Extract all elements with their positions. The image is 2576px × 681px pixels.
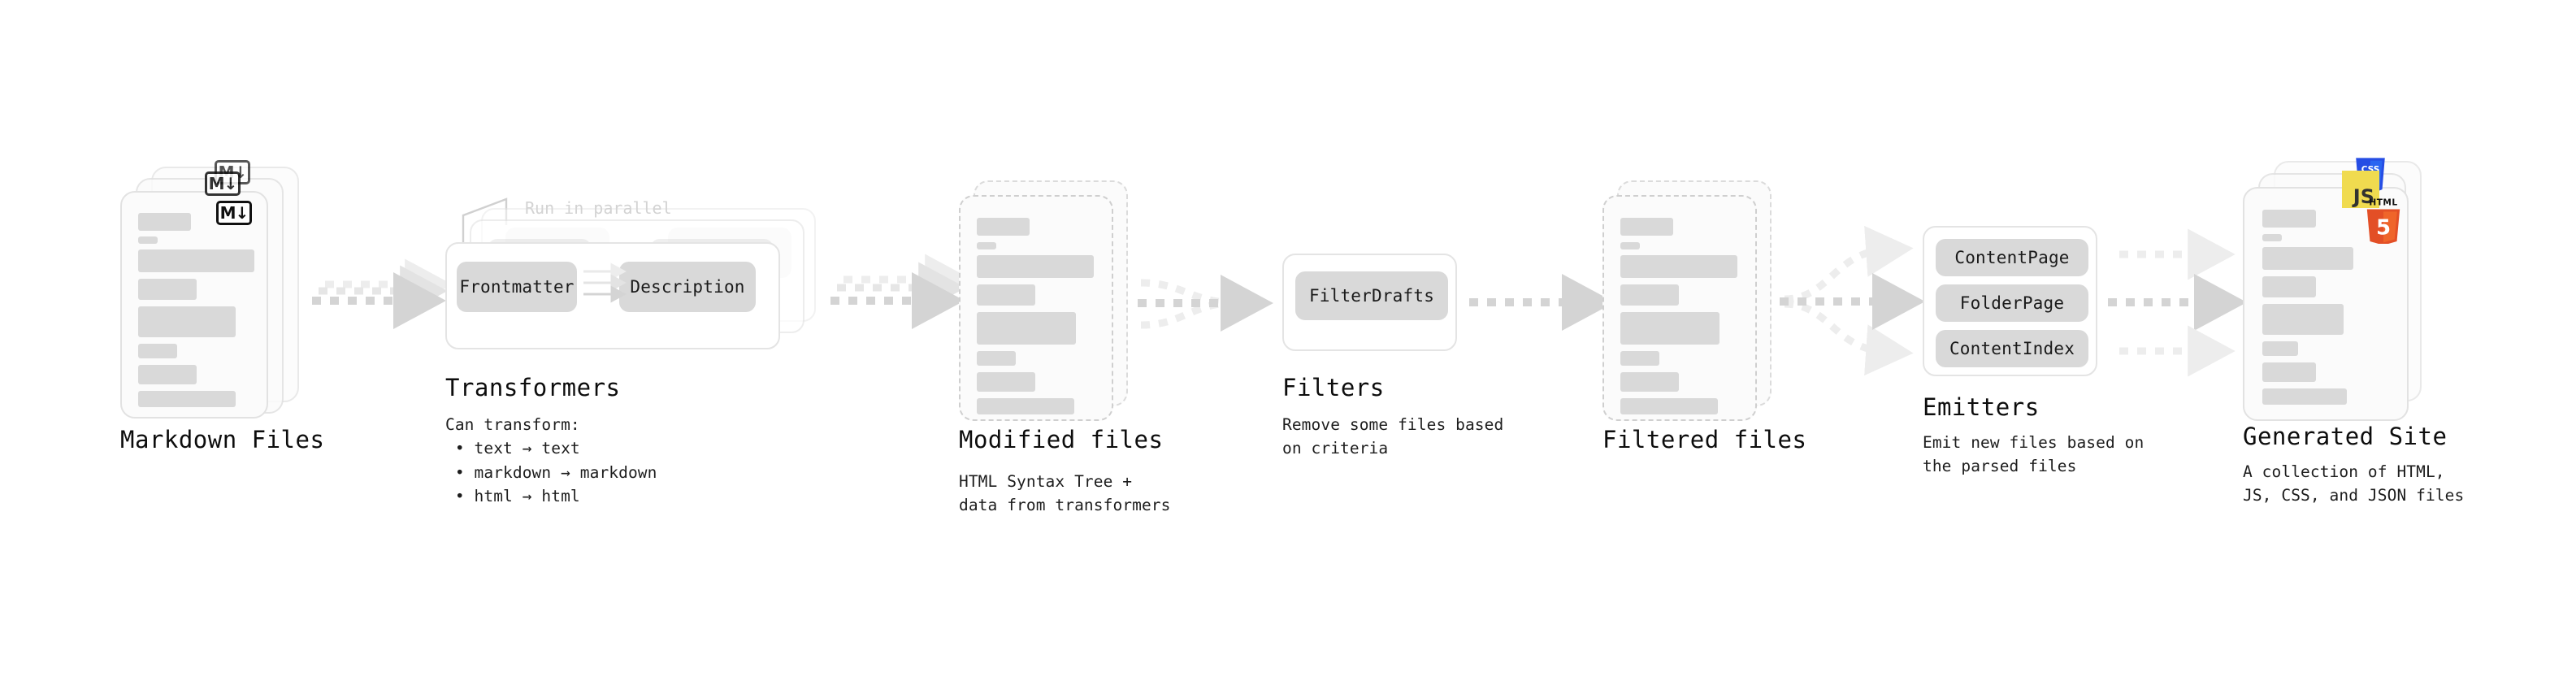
label-generated-site: Generated Site — [2243, 423, 2448, 450]
markdown-badge-text: M↓ — [208, 174, 238, 193]
transformer-chip-label: Frontmatter — [459, 277, 575, 297]
desc-transformers: Can transform: • text → text • markdown … — [445, 415, 657, 505]
transformers-box-front: Frontmatter Description — [445, 242, 780, 349]
filters-box: FilterDrafts — [1282, 254, 1457, 351]
desc-generated-site: A collection of HTML, JS, CSS, and JSON … — [2243, 462, 2465, 505]
svg-text:5: 5 — [2376, 215, 2391, 240]
desc-filters: Remove some files based on criteria — [1282, 415, 1504, 458]
filter-chip-filterdrafts[interactable]: FilterDrafts — [1295, 271, 1448, 320]
doc-card-front — [120, 191, 268, 419]
label-modified-files: Modified files — [959, 426, 1164, 453]
label-filters: Filters — [1282, 374, 1385, 401]
connector-md-to-transformers — [312, 258, 453, 329]
connector-filtered-to-emitters — [1780, 225, 1925, 376]
label-run-in-parallel: Run in parallel — [525, 198, 672, 218]
markdown-file-stack: M↓ M↓ M↓ — [120, 160, 299, 419]
transformer-chip-description[interactable]: Description — [619, 262, 756, 312]
doc-card-front — [959, 195, 1113, 421]
run-in-parallel-bracket — [462, 197, 508, 248]
doc-card-front — [1602, 195, 1757, 421]
emitter-chip-label: ContentPage — [1954, 248, 2070, 267]
js-badge: JS — [2342, 171, 2379, 208]
emitters-box: ContentPage FolderPage ContentIndex — [1923, 226, 2097, 376]
desc-modified-files: HTML Syntax Tree + data from transformer… — [959, 472, 1171, 515]
node-modified-files — [959, 180, 1146, 424]
connector-modified-to-filters — [1138, 275, 1273, 332]
svg-text:JS: JS — [2352, 185, 2374, 208]
markdown-badge-text: M↓ — [219, 203, 249, 223]
connector-transformers-to-modified — [830, 254, 973, 329]
label-markdown-files: Markdown Files — [120, 426, 325, 453]
emitter-chip-contentpage[interactable]: ContentPage — [1936, 239, 2088, 276]
emitter-chip-label: ContentIndex — [1949, 339, 2075, 358]
emitter-chip-contentindex[interactable]: ContentIndex — [1936, 330, 2088, 367]
label-transformers: Transformers — [445, 374, 621, 401]
label-filtered-files: Filtered files — [1602, 426, 1807, 453]
modified-file-stack — [959, 180, 1146, 424]
transformer-chip-frontmatter[interactable]: Frontmatter — [457, 262, 577, 312]
transformer-inner-arrows — [583, 262, 627, 303]
emitter-chip-folderpage[interactable]: FolderPage — [1936, 284, 2088, 322]
node-filtered-files — [1602, 180, 1789, 424]
html5-badge-text: HTML — [2369, 198, 2397, 208]
markdown-badge-front: M↓ — [216, 201, 252, 225]
markdown-badge-back-1: M↓ — [205, 171, 241, 196]
node-generated-site: CSS 3 JS HTML 5 — [2243, 158, 2430, 421]
connector-emitters-to-site — [2108, 228, 2247, 377]
html5-badge: HTML 5 — [2366, 198, 2400, 244]
transformer-chip-label: Description — [630, 277, 745, 297]
node-markdown-files: M↓ M↓ M↓ — [120, 160, 299, 419]
emitter-chip-label: FolderPage — [1959, 293, 2065, 313]
filter-chip-label: FilterDrafts — [1308, 286, 1435, 306]
generated-site-stack: CSS 3 JS HTML 5 — [2243, 158, 2430, 421]
label-emitters: Emitters — [1923, 393, 2040, 421]
filtered-file-stack — [1602, 180, 1789, 424]
doc-card-front — [2243, 187, 2409, 421]
desc-emitters: Emit new files based on the parsed files — [1923, 433, 2144, 476]
